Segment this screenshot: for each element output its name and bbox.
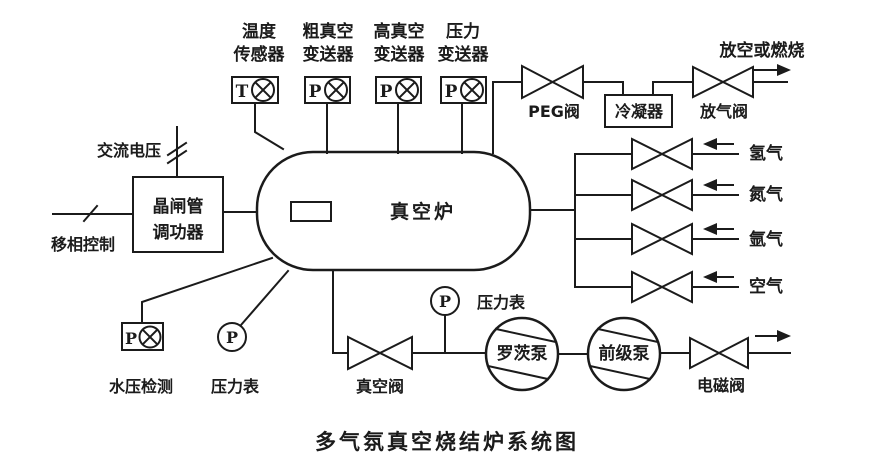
gas-label: 氢气 [749,143,783,164]
regulator-label-line1: 晶闸管 [153,196,204,217]
gas-label: 空气 [749,276,783,297]
vacuum-valve-icon [347,335,413,371]
vent-valve-label: 放气阀 [699,102,748,121]
ac-voltage-label: 交流电压 [97,141,161,160]
instrument-letter: P [125,329,137,348]
backing-pump-label: 前级泵 [599,343,650,364]
ac-break-hatch-icon [166,149,188,165]
pressure-gauge-icon [430,286,460,316]
exhaust-riser-pipe [492,81,523,154]
flow-arrow-left-icon [703,271,734,283]
flow-arrow-left-icon [703,179,734,191]
instrument-letter: P [439,292,451,311]
outlet-label: 放空或燃烧 [719,40,805,61]
gas-branch: 氢气 [574,137,783,171]
condenser-to-valve-pipe [652,81,694,96]
power-supply-section: 交流电压 移相控制 晶闸管 调功器 [51,126,292,254]
gas-inlet-section: 氢气 氮气 氩气 [529,137,783,304]
circle-x-icon [460,78,484,102]
solenoid-valve-icon [689,336,749,370]
vacuum-pumping-section: 真空阀 P 压力表 罗茨泵 前级泵 电磁阀 [332,269,791,396]
furnace-section: 真空炉 [255,150,532,272]
temp-sensor-stem [254,102,285,151]
instrument-letter: P [226,328,238,347]
flow-arrow-right-icon [755,330,791,342]
gas-valve-icon [631,222,693,256]
ac-break-hatch-icon [166,141,188,157]
transmitter-label: 变送器 [303,44,355,65]
thyristor-regulator-box [132,176,224,253]
gauge1-label: 压力表 [211,377,260,396]
vacuum-valve-label: 真空阀 [356,377,404,396]
circle-x-icon [324,78,348,102]
transmitter-label: 温度 [242,21,277,42]
transmitter-label: 粗真空 [303,21,354,42]
flow-arrow-left-icon [703,138,734,150]
flow-arrow-left-icon [703,223,734,235]
valve-to-condenser-pipe [582,81,624,96]
transmitter-label: 高真空 [374,21,425,42]
pressure-gauge-icon [217,322,247,352]
heater-element-box [290,201,332,222]
gas-valve-icon [631,137,693,171]
flow-arrow-right-icon [754,64,791,76]
gas-branch: 空气 [574,270,783,304]
instrument-letter: P [309,82,322,102]
furnace-down-pipe [332,269,349,354]
gauge1-sense-line [239,269,290,327]
condenser-label: 冷凝器 [615,102,664,121]
circle-x-icon [395,78,419,102]
vent-valve-icon [692,65,754,99]
diagram-title: 多气氛真空烧结炉系统图 [315,430,579,454]
gas-valve-icon [631,270,693,304]
circle-x-icon [251,78,275,102]
transmitter-label: 压力 [446,21,480,42]
water-pressure-label: 水压检测 [109,377,173,396]
gas-branch: 氮气 [574,178,783,212]
circle-x-icon [138,325,162,349]
water-pressure-sense-line [141,256,274,324]
signal-slash-icon [82,204,99,223]
instrument-letter: P [380,82,393,102]
gas-label: 氩气 [749,229,783,250]
gas-branch: 氩气 [574,222,783,256]
exhaust-section: PEG阀 冷凝器 放气阀 放空或燃烧 [492,40,805,154]
transmitter-label: 变送器 [374,44,426,65]
furnace-label: 真空炉 [390,200,456,223]
regulator-label-line2: 调功器 [153,223,205,243]
transmitter-section: 温度 传感器 T 粗真空 变送器 P 高真空 变送器 P 压力 变送 [231,21,490,154]
instrument-letter: T [236,82,249,102]
gas-valve-icon [631,178,693,212]
roots-pump-label: 罗茨泵 [497,343,548,364]
solenoid-valve-label: 电磁阀 [697,376,745,395]
transmitter-label: 传感器 [233,44,286,65]
phase-control-label: 移相控制 [51,235,115,254]
transmitter-label: 变送器 [438,44,490,65]
condenser-box [604,94,673,128]
gas-label: 氮气 [749,184,783,205]
peg-valve-label: PEG阀 [528,102,580,121]
peg-valve-icon [521,64,584,100]
bottom-instrument-section: P 水压检测 P 压力表 [109,256,290,396]
instrument-letter: P [445,82,458,102]
gauge2-label: 压力表 [477,293,526,312]
